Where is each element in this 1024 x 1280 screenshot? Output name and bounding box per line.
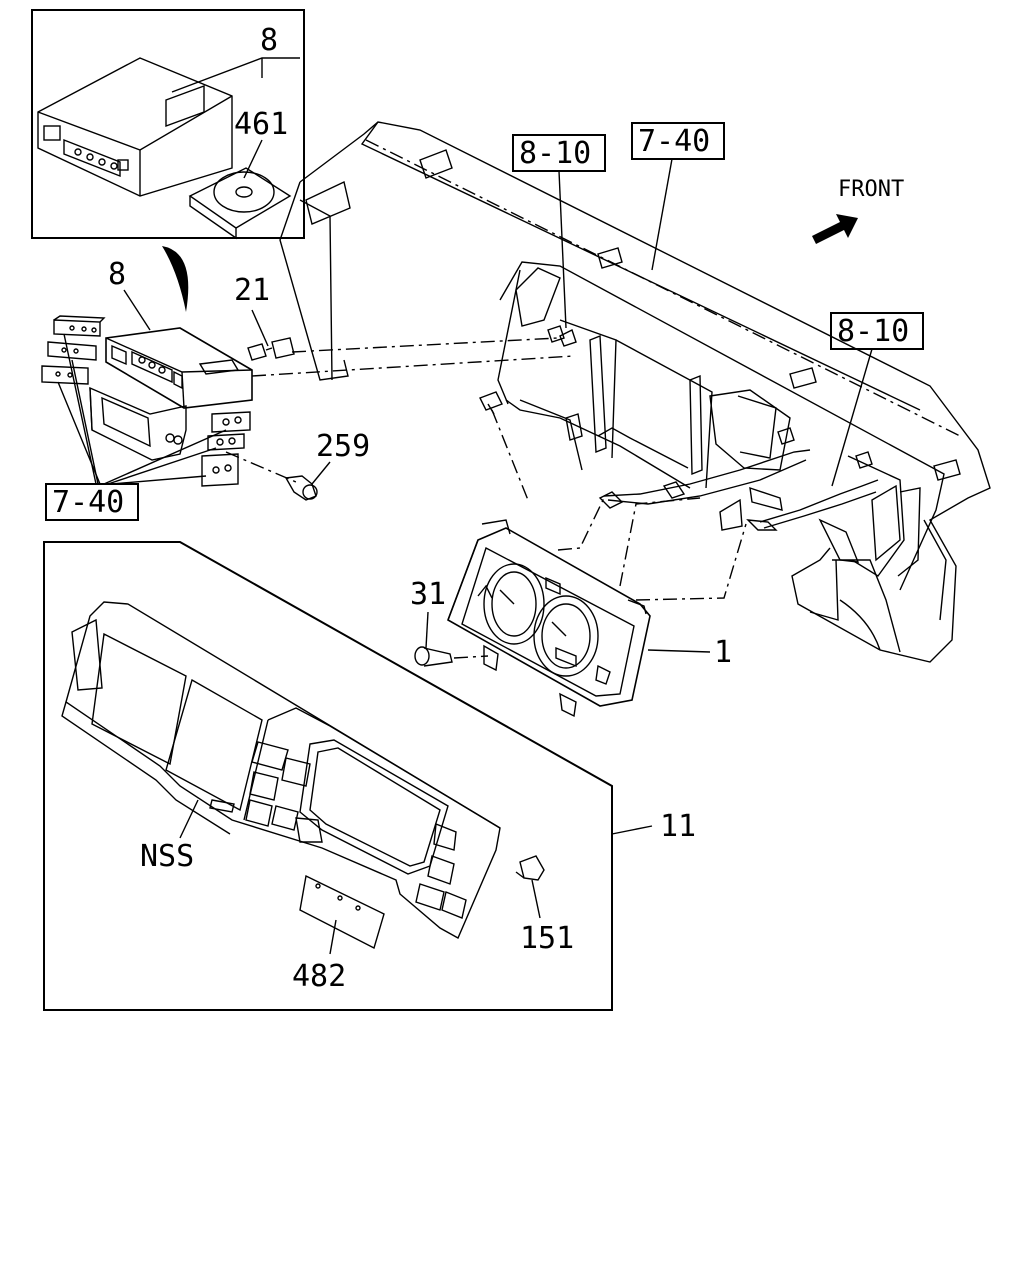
nss-label: NSS	[140, 839, 194, 874]
ref-8-10-right-box	[830, 312, 924, 350]
screw-259-label: 259	[316, 429, 370, 464]
instrument-cluster	[447, 519, 651, 718]
ref-7-40-top-box	[631, 122, 725, 160]
screw-31-label: 31	[410, 577, 446, 612]
plate-label: 482	[292, 959, 346, 994]
arrow-icon	[812, 214, 858, 244]
radio-label: 8	[108, 257, 126, 292]
radio-unit	[105, 327, 253, 409]
bezel-box	[43, 541, 613, 1011]
inset-radio-box	[31, 9, 305, 240]
front-label: FRONT	[838, 177, 904, 202]
ref-8-10-right: 8-10	[837, 314, 909, 349]
curved-arrow-icon	[162, 246, 189, 312]
connector-label: 21	[234, 273, 270, 308]
dashboard-panel	[279, 121, 991, 663]
ref-8-10-top: 8-10	[519, 136, 591, 171]
connector	[247, 337, 295, 361]
clip-151	[515, 855, 545, 881]
instrument-bezel	[61, 601, 501, 939]
ref-7-40-left-box	[45, 483, 139, 521]
cluster-label: 1	[714, 635, 732, 670]
clip-label: 151	[520, 921, 574, 956]
right-brackets	[201, 411, 251, 487]
screw-259	[284, 475, 318, 501]
inset-disc-label: 461	[234, 107, 288, 142]
screw-31	[414, 646, 453, 667]
inset-radio-label: 8	[260, 23, 278, 58]
left-brackets	[41, 315, 106, 385]
bezel-label: 11	[660, 809, 696, 844]
ref-7-40-left: 7-40	[52, 485, 124, 520]
plate-482	[299, 874, 385, 950]
ref-7-40-top: 7-40	[638, 124, 710, 159]
radio-bracket	[89, 386, 187, 461]
